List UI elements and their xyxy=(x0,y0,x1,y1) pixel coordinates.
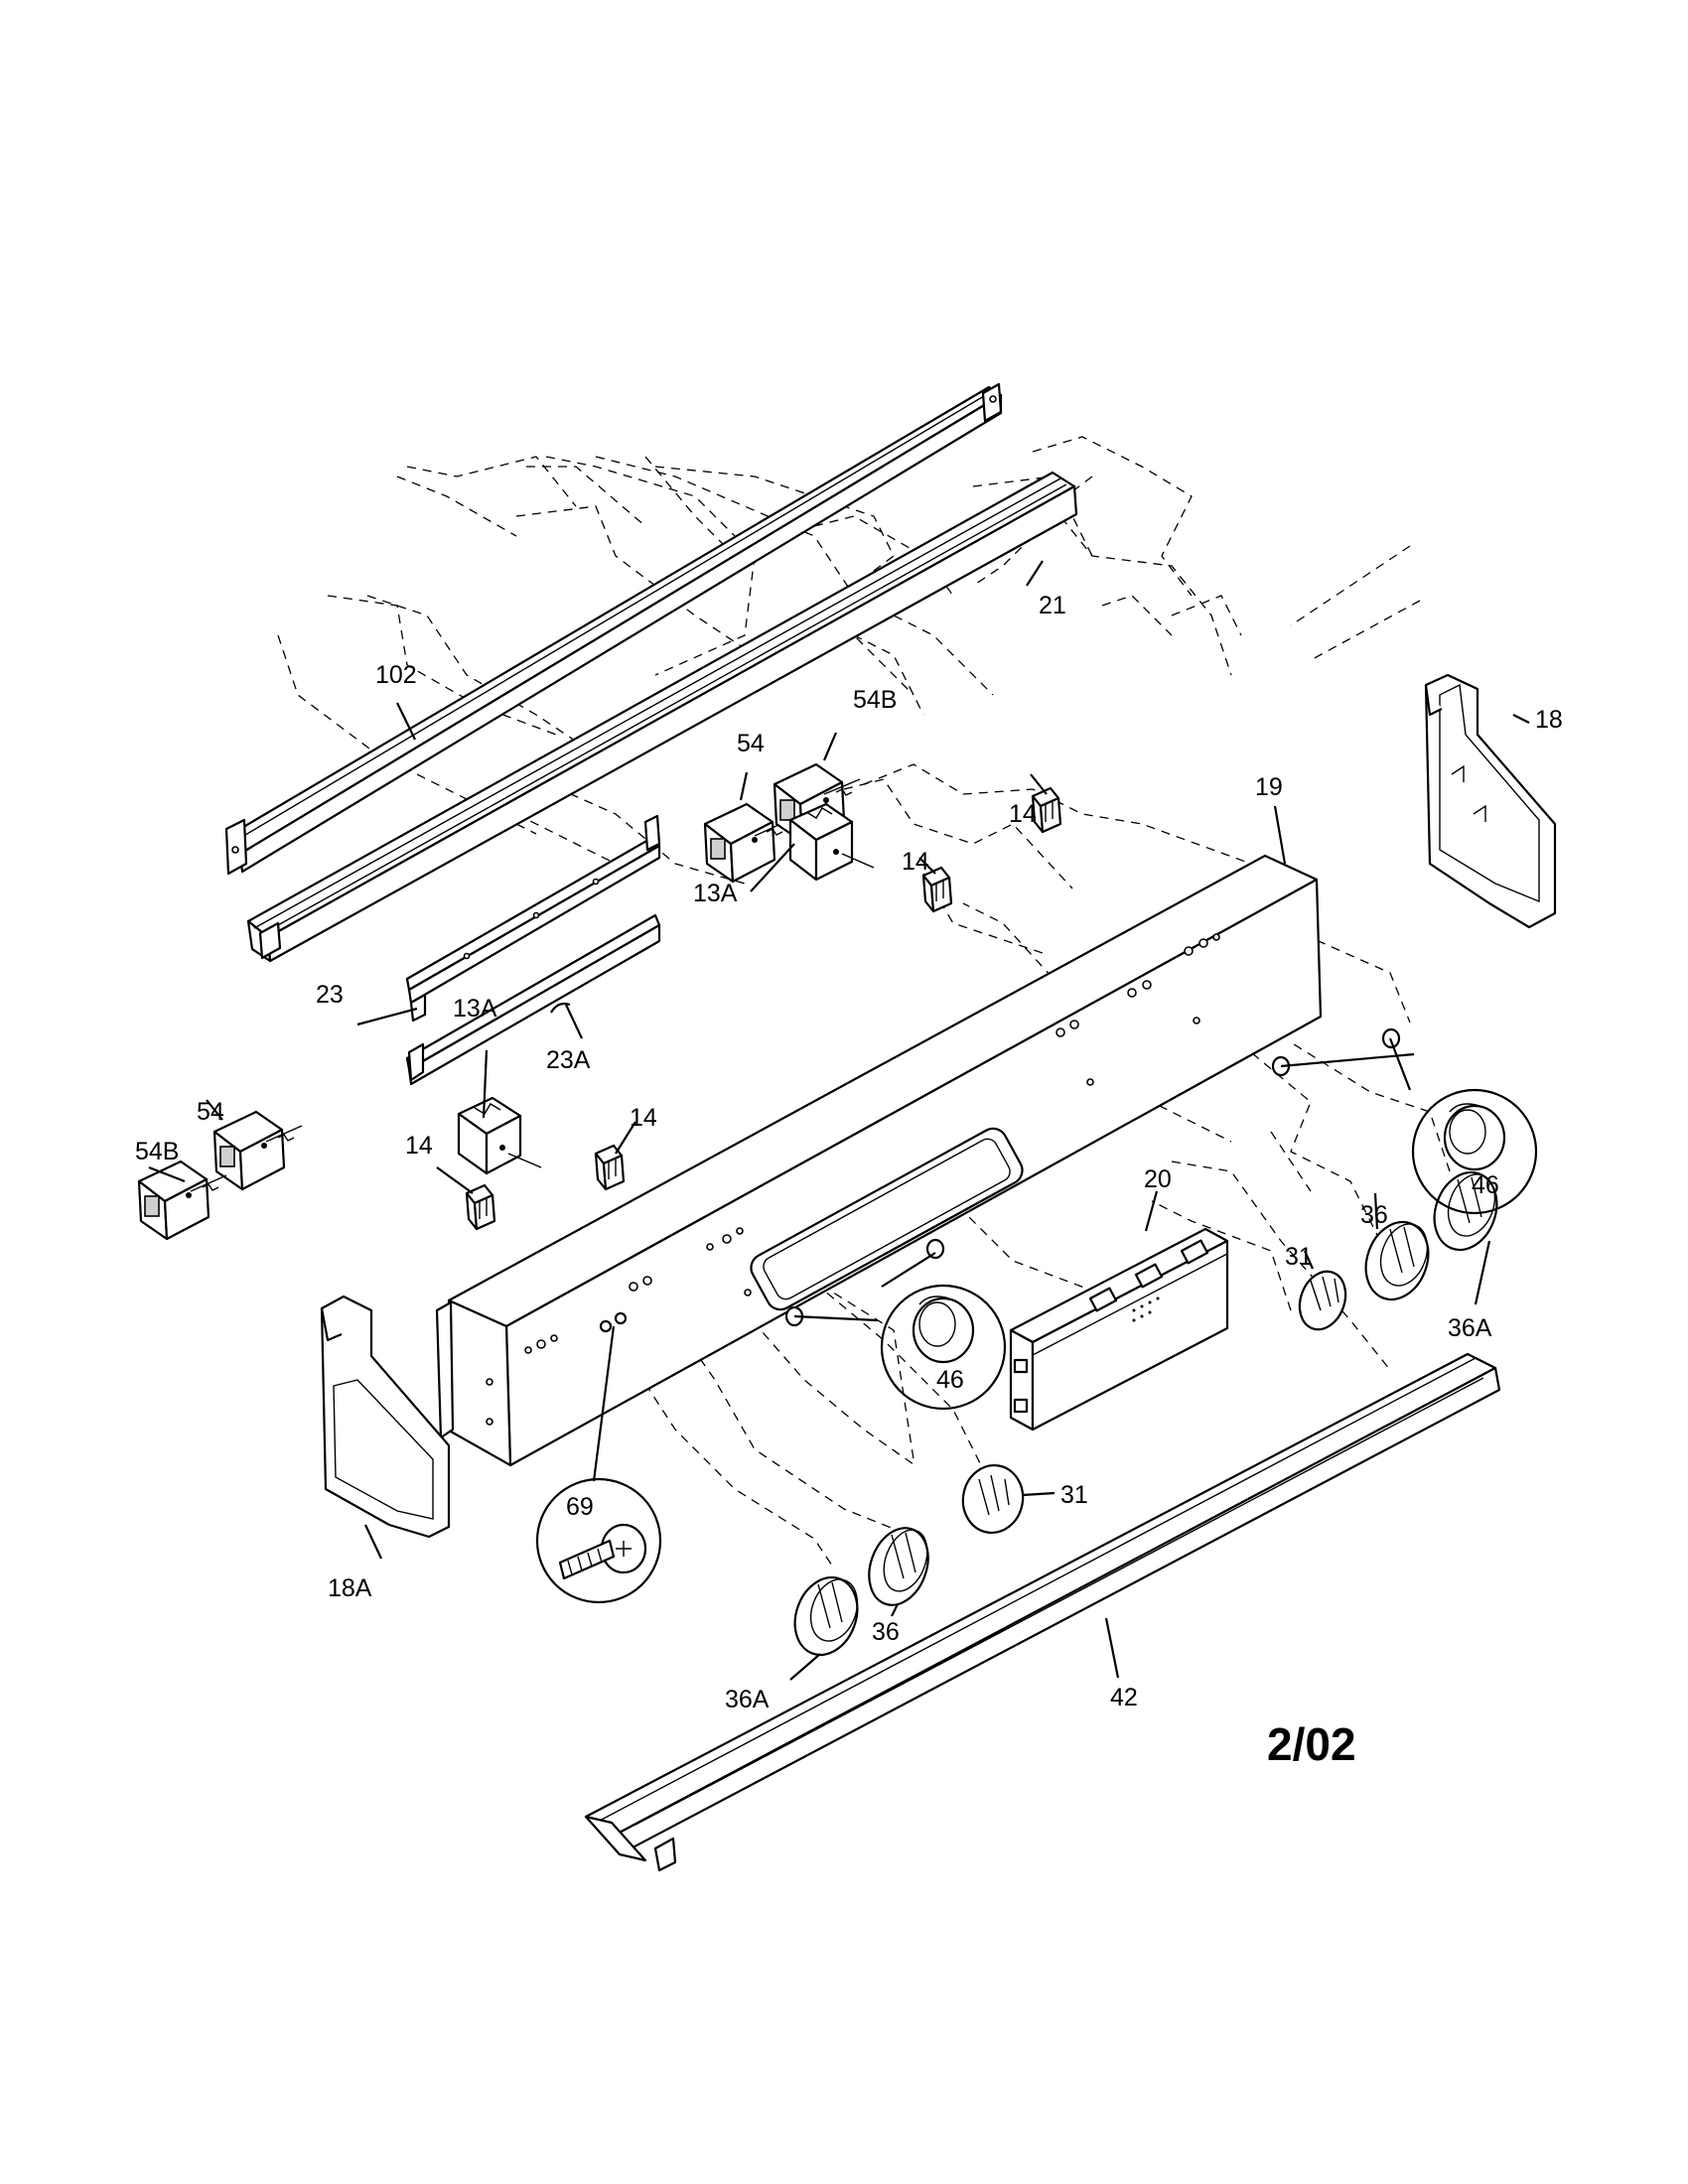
part-69-screw xyxy=(535,1311,662,1604)
label-54-upper: 54 xyxy=(737,730,765,757)
part-20-indicator-dots xyxy=(1132,1297,1160,1322)
part-18-right-end-cap xyxy=(1424,673,1557,929)
label-18: 18 xyxy=(1535,706,1563,734)
part-42-bottom-trim xyxy=(584,1352,1501,1872)
label-36-center: 36 xyxy=(872,1618,900,1646)
label-23: 23 xyxy=(316,981,344,1009)
part-54b-left-switch xyxy=(137,1160,227,1241)
part-36a-knob-center xyxy=(793,1575,859,1657)
part-102-rear-rail xyxy=(224,382,1003,876)
part-14-clip-b xyxy=(1031,786,1062,834)
label-46-right: 46 xyxy=(1472,1171,1499,1199)
label-14-a: 14 xyxy=(1009,800,1037,828)
part-13a-upper-switch xyxy=(788,802,875,882)
part-19-control-panel xyxy=(435,854,1323,1467)
label-54b-upper: 54B xyxy=(853,686,897,714)
label-18a: 18A xyxy=(328,1574,372,1602)
part-31-knob-right xyxy=(1298,1270,1347,1331)
part-14-clip-c xyxy=(594,1144,626,1191)
part-54-upper-switch xyxy=(703,802,790,884)
label-13a-upper: 13A xyxy=(693,880,738,907)
label-31-center: 31 xyxy=(1060,1481,1088,1509)
label-14-d: 14 xyxy=(405,1132,433,1160)
revision-date: 2/02 xyxy=(1267,1718,1356,1770)
label-23a: 23A xyxy=(546,1046,591,1074)
part-31-knob-center xyxy=(961,1464,1025,1534)
label-20: 20 xyxy=(1144,1165,1172,1193)
part-14-clip-d xyxy=(465,1183,496,1231)
leader-lines xyxy=(148,560,1530,1681)
part-20-oven-control xyxy=(1009,1227,1229,1432)
part-23a-bracket xyxy=(405,913,661,1086)
label-14-c: 14 xyxy=(630,1104,657,1132)
label-54b-left: 54B xyxy=(135,1138,179,1165)
label-21: 21 xyxy=(1039,592,1066,619)
part-14-clip-a xyxy=(921,866,953,913)
label-102: 102 xyxy=(375,661,417,689)
part-36-knob-center xyxy=(868,1527,929,1606)
label-36a-center: 36A xyxy=(725,1686,770,1713)
label-13a-lower: 13A xyxy=(453,995,497,1023)
label-36-right: 36 xyxy=(1360,1201,1388,1229)
label-42: 42 xyxy=(1110,1684,1138,1711)
part-54-left-switch xyxy=(212,1110,303,1191)
callout-labels: 102 21 54 54B 18 19 14 14 13A 23 13A 23A… xyxy=(135,592,1563,1713)
part-18a-left-end-cap xyxy=(320,1295,451,1539)
label-54-left: 54 xyxy=(197,1098,224,1126)
part-21-trim-strip xyxy=(246,471,1078,963)
part-46-bezel-center xyxy=(784,1238,1007,1411)
label-31-right: 31 xyxy=(1285,1243,1313,1271)
label-14-b: 14 xyxy=(902,848,929,876)
label-19: 19 xyxy=(1255,773,1283,801)
part-36-knob-right xyxy=(1364,1220,1430,1301)
part-23-bracket xyxy=(405,814,661,1023)
part-13a-lower-switch xyxy=(457,1096,542,1175)
label-36a-right: 36A xyxy=(1448,1314,1492,1342)
label-46-center: 46 xyxy=(936,1366,964,1394)
label-69: 69 xyxy=(566,1493,594,1521)
